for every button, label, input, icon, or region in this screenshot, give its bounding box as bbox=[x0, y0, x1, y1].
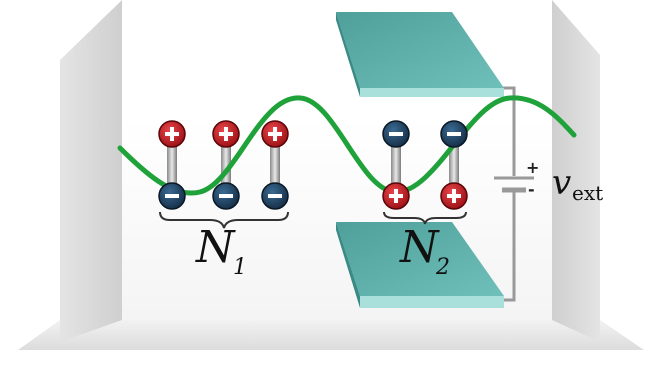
bottom-capacitor-plate bbox=[336, 222, 504, 308]
electromagnetic-wave bbox=[117, 95, 577, 196]
dipole-rods bbox=[167, 136, 459, 194]
charges bbox=[158, 120, 468, 210]
positive-charge bbox=[382, 182, 410, 210]
group1-subscript: 1 bbox=[233, 255, 247, 280]
negative-charge bbox=[261, 182, 289, 210]
negative-charge bbox=[382, 120, 410, 148]
floor bbox=[18, 320, 644, 350]
positive-charge bbox=[261, 120, 289, 148]
group1-label: N bbox=[195, 222, 236, 273]
positive-charge bbox=[158, 120, 186, 148]
group2-subscript: 2 bbox=[435, 255, 450, 280]
top-capacitor-plate bbox=[336, 12, 504, 97]
battery-plus-label: + bbox=[526, 158, 539, 177]
positive-charge bbox=[440, 182, 468, 210]
voltage-label: v bbox=[552, 163, 571, 203]
group1-brace bbox=[159, 211, 289, 229]
group2-label: N bbox=[399, 222, 440, 273]
battery-minus-label: - bbox=[528, 180, 535, 199]
voltage-subscript: ext bbox=[572, 181, 603, 205]
negative-charge bbox=[440, 120, 468, 148]
group2-brace bbox=[383, 211, 467, 225]
left-wall bbox=[60, 0, 122, 342]
negative-charge bbox=[158, 182, 186, 210]
right-wall bbox=[552, 0, 600, 342]
positive-charge bbox=[212, 120, 240, 148]
negative-charge bbox=[212, 182, 240, 210]
